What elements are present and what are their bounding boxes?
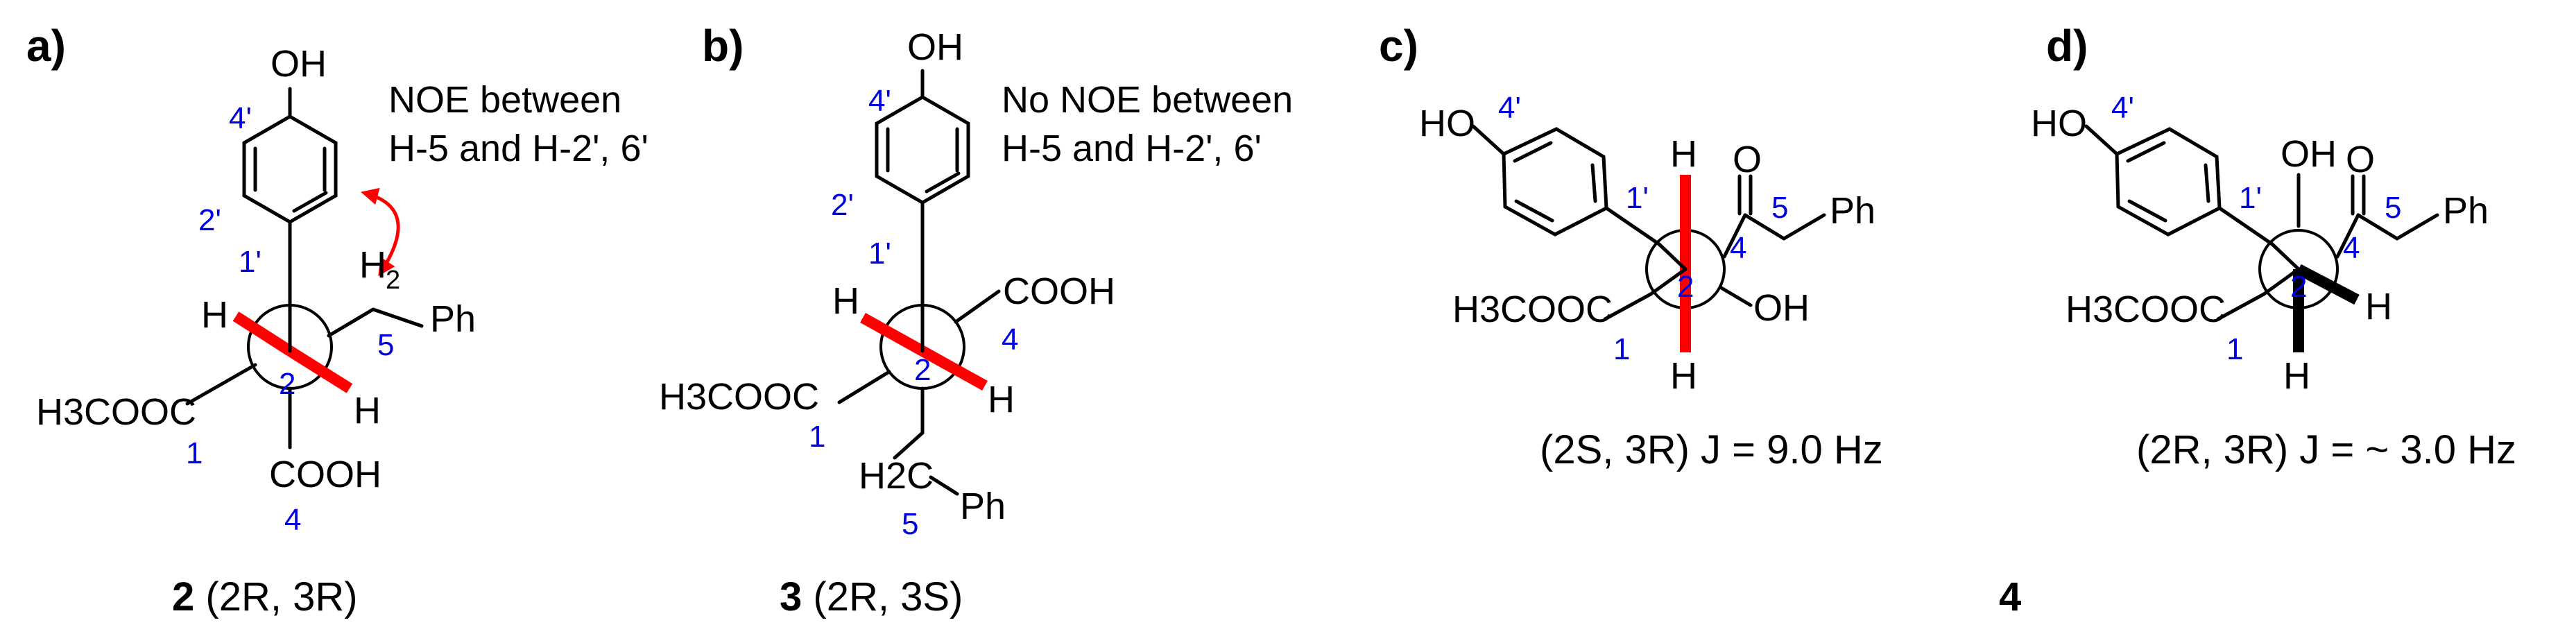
panel-a-h-right: H	[354, 390, 381, 431]
panel-b-ch2-ph-bond	[929, 475, 959, 496]
panel-b-num-2p: 2'	[831, 188, 854, 222]
panel-a-ester: H3COOC	[36, 391, 196, 433]
panel-a-acid: COOH	[269, 454, 381, 495]
panel-b-ph: Ph	[960, 486, 1006, 527]
panel-c-num-4: 4	[1730, 231, 1746, 265]
panel-c-newman	[1603, 174, 1826, 352]
panel-b-num-5: 5	[902, 507, 918, 541]
panel-d-newman	[2216, 173, 2439, 352]
panel-a-ch2-sub: 2	[386, 266, 400, 295]
panel-c-h-bottom: H	[1670, 355, 1697, 397]
panel-d-h-bottom: H	[2283, 355, 2310, 397]
panel-d-h-right: H	[2365, 286, 2392, 327]
panel-d-oh: OH	[2281, 133, 2337, 175]
panel-d-num-1p: 1'	[2239, 181, 2262, 215]
panel-c-ho: HO	[1419, 103, 1475, 144]
panel-c-num-5: 5	[1771, 191, 1788, 225]
panel-d: d) HO 4' 1' OH O Ph 5	[2031, 21, 2516, 472]
panel-a-num-5: 5	[377, 328, 394, 362]
panel-c-num-1: 1	[1613, 332, 1630, 366]
panel-d-ester: H3COOC	[2066, 289, 2226, 330]
panel-a-num-4: 4	[284, 503, 301, 537]
panel-a: a) OH 4' 2' 1' NOE between H-5 and H-2',…	[26, 21, 649, 619]
panel-d-num-4p: 4'	[2111, 91, 2134, 125]
panel-c: c) HO 4' 1' H H O Ph 5	[1379, 21, 1883, 472]
panel-a-oh: OH	[271, 43, 327, 85]
panel-a-note-line2: H-5 and H-2', 6'	[388, 128, 649, 169]
panel-c-phenol-ring	[1471, 124, 1661, 246]
panel-a-num-2: 2	[279, 367, 295, 401]
panel-a-caption: 2 (2R, 3R)	[172, 574, 358, 619]
panel-a-num-2p: 2'	[198, 203, 221, 237]
panel-a-ch2-h: H	[359, 244, 386, 286]
panel-a-ph: Ph	[430, 298, 476, 340]
panel-d-num-2: 2	[2290, 270, 2307, 304]
panel-c-caption: (2S, 3R) J = 9.0 Hz	[1540, 427, 1883, 472]
panel-c-num-4p: 4'	[1498, 91, 1521, 125]
panel-b-num-1p: 1'	[868, 237, 891, 271]
panel-a-label: a)	[26, 21, 66, 71]
panel-c-ester: H3COOC	[1452, 289, 1613, 330]
panel-b-h-right: H	[988, 379, 1015, 420]
panel-b-phenol-ring	[875, 69, 970, 307]
panel-b-h-left: H	[832, 280, 859, 322]
panel-d-phenol-ring	[2084, 124, 2274, 246]
panel-b-acid: COOH	[1003, 271, 1115, 312]
panel-a-phenol-ring	[242, 87, 338, 307]
panel-a-num-1p: 1'	[239, 245, 261, 279]
panel-b-note-line2: H-5 and H-2', 6'	[1002, 128, 1262, 169]
panel-d-label: d)	[2046, 21, 2088, 71]
panel-b-num-1: 1	[809, 420, 825, 454]
panel-d-num-1: 1	[2226, 332, 2243, 366]
panel-a-newman	[185, 303, 424, 449]
panel-c-num-1p: 1'	[1626, 181, 1649, 215]
panel-c-num-2: 2	[1677, 270, 1694, 304]
panel-c-h-top: H	[1670, 133, 1697, 175]
panel-a-noe-arrow	[361, 187, 400, 277]
panel-c-ph: Ph	[1830, 190, 1875, 232]
panel-d-num-4: 4	[2343, 231, 2360, 265]
panel-d-caption: (2R, 3R) J = ~ 3.0 Hz	[2136, 427, 2516, 472]
panel-d-ph: Ph	[2443, 190, 2489, 232]
compound-4-label: 4	[1999, 574, 2021, 619]
panel-d-ho: HO	[2031, 103, 2087, 144]
panel-b-oh: OH	[907, 26, 963, 68]
panel-b-num-2: 2	[914, 353, 931, 387]
panel-b-caption: 3 (2R, 3S)	[780, 574, 963, 619]
panel-b-ester: H3COOC	[659, 376, 819, 418]
panel-b-num-4p: 4'	[868, 84, 891, 118]
panel-b-label: b)	[702, 21, 744, 71]
panel-c-o: O	[1733, 139, 1762, 180]
panel-d-num-5: 5	[2385, 191, 2401, 225]
panel-b-note-line1: No NOE between	[1002, 79, 1293, 121]
panel-b-num-4: 4	[1002, 323, 1018, 357]
panel-d-o: O	[2346, 139, 2375, 180]
panel-a-num-1: 1	[186, 436, 203, 470]
panel-c-oh: OH	[1753, 287, 1810, 329]
panel-c-label: c)	[1379, 21, 1418, 71]
panel-b-ch2: H2C	[859, 455, 934, 497]
panel-b: b) OH 4' 2' 1' No NOE between H-5 and H-…	[659, 21, 1293, 619]
panel-a-num-4p: 4'	[229, 101, 252, 135]
panel-a-h-left: H	[201, 294, 228, 336]
panel-b-newman	[837, 289, 1001, 460]
panel-a-note-line1: NOE between	[388, 79, 621, 121]
